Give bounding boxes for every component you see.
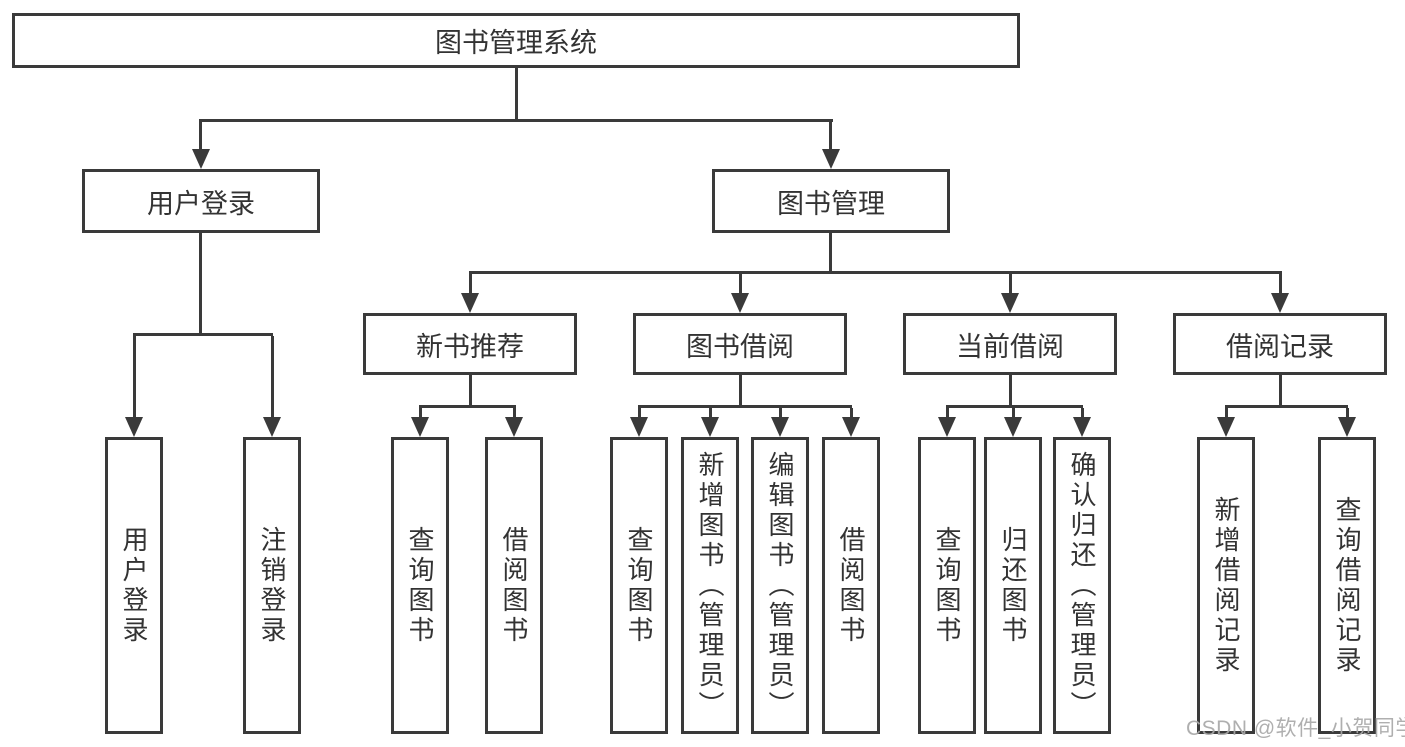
node-label: 用户登录	[119, 525, 149, 646]
connector-line	[133, 336, 136, 417]
connector-line	[1009, 375, 1012, 405]
node-bb-borrow-books: 借阅图书	[822, 437, 880, 734]
arrow-down-icon	[1217, 417, 1235, 437]
node-label: 查询图书	[405, 525, 435, 646]
arrow-down-icon	[731, 293, 749, 313]
connector-line	[946, 405, 1083, 408]
node-label: 注销登录	[257, 525, 287, 646]
node-user-login-leaf: 用户登录	[105, 437, 163, 734]
node-bb-query-books: 查询图书	[610, 437, 668, 734]
connector-line	[199, 233, 202, 333]
node-label: 借阅记录	[1226, 331, 1334, 362]
node-label: 归还图书	[998, 525, 1028, 646]
node-bb-add-books-admin: 新增图书（管理员）	[681, 437, 739, 734]
connector-line	[1346, 408, 1349, 417]
node-book-management: 图书管理	[712, 169, 950, 233]
arrow-down-icon	[411, 417, 429, 437]
arrow-down-icon	[263, 417, 281, 437]
node-label: 编辑图书（管理员）	[765, 450, 795, 721]
arrow-down-icon	[1073, 417, 1091, 437]
node-bb-edit-books-admin: 编辑图书（管理员）	[751, 437, 809, 734]
node-user-login: 用户登录	[82, 169, 320, 233]
arrow-down-icon	[192, 149, 210, 169]
connector-line	[739, 375, 742, 405]
connector-line	[271, 336, 274, 417]
arrow-down-icon	[1338, 417, 1356, 437]
node-label: 查询图书	[624, 525, 654, 646]
arrow-down-icon	[1004, 417, 1022, 437]
connector-line	[469, 375, 472, 405]
arrow-down-icon	[822, 149, 840, 169]
connector-line	[513, 408, 516, 417]
connector-line	[1225, 408, 1228, 417]
arrow-down-icon	[842, 417, 860, 437]
node-label: 确认归还（管理员）	[1067, 450, 1097, 721]
arrow-down-icon	[125, 417, 143, 437]
node-label: 借阅图书	[499, 525, 529, 646]
arrow-down-icon	[701, 417, 719, 437]
connector-line	[638, 405, 852, 408]
node-new-book-recommend: 新书推荐	[363, 313, 577, 375]
connector-line	[469, 271, 1282, 274]
node-cb-confirm-return-admin: 确认归还（管理员）	[1053, 437, 1111, 734]
node-library-system: 图书管理系统	[12, 13, 1020, 68]
connector-line	[709, 408, 712, 417]
arrow-down-icon	[771, 417, 789, 437]
connector-line	[419, 405, 516, 408]
connector-line	[779, 408, 782, 417]
connector-line	[850, 408, 853, 417]
node-label: 查询图书	[932, 525, 962, 646]
node-label: 图书管理系统	[435, 28, 597, 58]
connector-line	[739, 274, 742, 293]
connector-line	[829, 233, 832, 271]
connector-line	[199, 119, 833, 122]
connector-line	[946, 408, 949, 417]
node-label: 图书管理	[777, 188, 885, 219]
node-cb-return-books: 归还图书	[984, 437, 1042, 734]
connector-line	[419, 408, 422, 417]
node-label: 新增借阅记录	[1211, 495, 1241, 676]
node-label: 新书推荐	[416, 331, 524, 362]
connector-line	[515, 68, 518, 119]
arrow-down-icon	[505, 417, 523, 437]
node-br-query-record: 查询借阅记录	[1318, 437, 1376, 734]
connector-line	[1081, 408, 1084, 417]
node-book-borrowing: 图书借阅	[633, 313, 847, 375]
node-borrowing-records: 借阅记录	[1173, 313, 1387, 375]
csdn-watermark: CSDN @软件_小贺同学	[1186, 717, 1405, 740]
arrow-down-icon	[630, 417, 648, 437]
arrow-down-icon	[938, 417, 956, 437]
connector-line	[1279, 375, 1282, 405]
connector-line	[1279, 274, 1282, 293]
connector-line	[469, 274, 472, 293]
connector-line	[829, 122, 832, 149]
node-current-borrowing: 当前借阅	[903, 313, 1117, 375]
connector-line	[133, 333, 273, 336]
node-label: 用户登录	[147, 188, 255, 219]
arrow-down-icon	[1001, 293, 1019, 313]
node-br-add-record: 新增借阅记录	[1197, 437, 1255, 734]
node-label: 新增图书（管理员）	[695, 450, 725, 721]
node-label: 当前借阅	[956, 331, 1064, 362]
connector-line	[638, 408, 641, 417]
arrow-down-icon	[1271, 293, 1289, 313]
node-label: 借阅图书	[836, 525, 866, 646]
connector-line	[1012, 408, 1015, 417]
arrow-down-icon	[461, 293, 479, 313]
node-nbr-borrow-books: 借阅图书	[485, 437, 543, 734]
node-cb-query-books: 查询图书	[918, 437, 976, 734]
connector-line	[1225, 405, 1348, 408]
node-label: 图书借阅	[686, 331, 794, 362]
node-label: 查询借阅记录	[1332, 495, 1362, 676]
connector-line	[199, 122, 202, 149]
node-logout-leaf: 注销登录	[243, 437, 301, 734]
connector-line	[1009, 274, 1012, 293]
node-nbr-query-books: 查询图书	[391, 437, 449, 734]
